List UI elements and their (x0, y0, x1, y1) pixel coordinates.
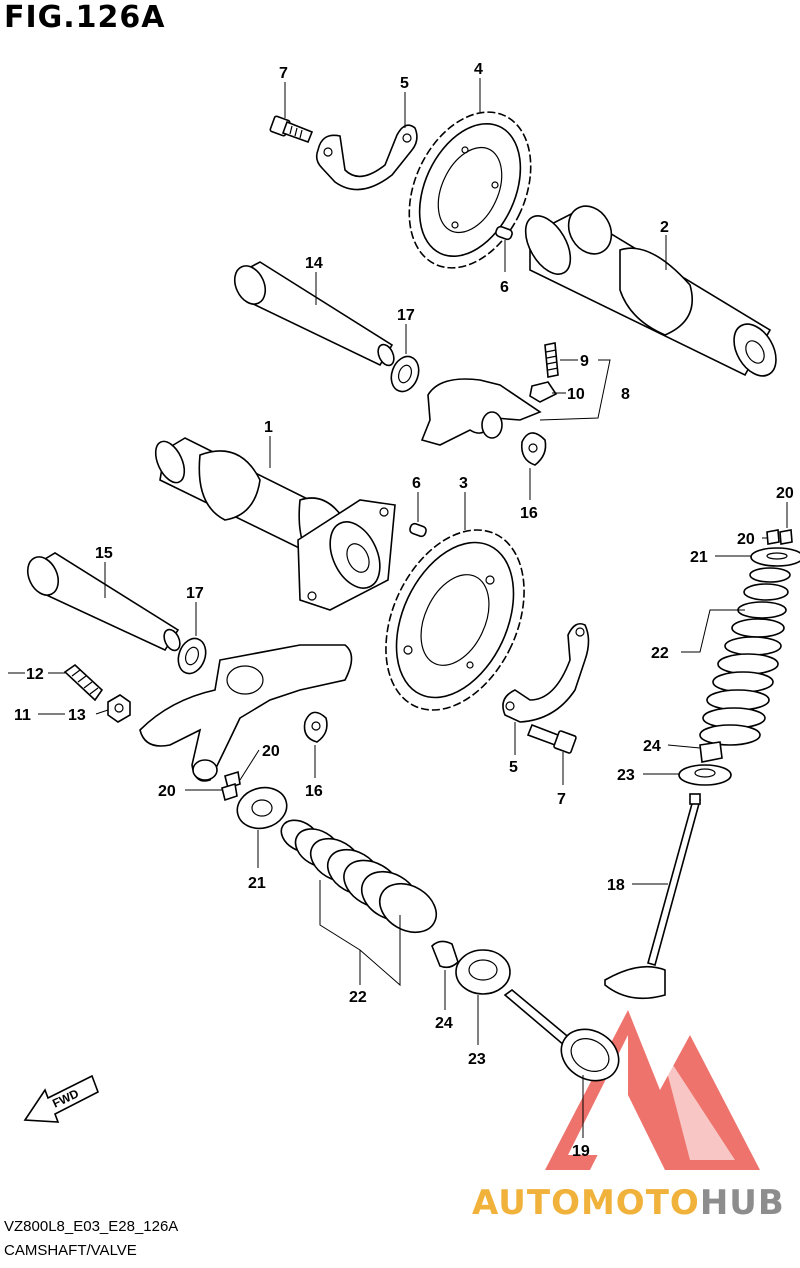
callout-10: 10 (567, 386, 585, 403)
part-7-bolt-upper (269, 115, 314, 144)
part-14-rocker-shaft-upper (233, 261, 395, 367)
callout-23: 23 (468, 1051, 486, 1068)
fwd-arrow-icon: FWD (23, 1074, 99, 1123)
callout-9: 9 (580, 353, 589, 370)
callout-21: 21 (690, 549, 708, 566)
part-10-nut (529, 381, 558, 403)
callout-7: 7 (279, 65, 288, 82)
callout-5: 5 (509, 759, 518, 776)
section-name: CAMSHAFT/VALVE (4, 1242, 137, 1259)
figure-title: FIG.126A (4, 0, 166, 35)
model-code: VZ800L8_E03_E28_126A (4, 1218, 179, 1235)
callout-17: 17 (397, 307, 415, 324)
callout-20: 20 (262, 743, 280, 760)
part-2-camshaft (524, 205, 777, 377)
part-23-seat-right (678, 764, 732, 786)
part-22-spring-right (699, 567, 791, 746)
callout-12: 12 (26, 666, 44, 683)
part-5-bracket-upper (315, 124, 418, 191)
part-7-bolt-lower (526, 723, 577, 754)
part-19-valve (503, 988, 620, 1082)
part-12-adjuster-screw (63, 663, 104, 702)
callout-22: 22 (349, 989, 367, 1006)
callout-20: 20 (776, 485, 794, 502)
callout-15: 15 (95, 545, 113, 562)
part-11-rocker-arm-lower (139, 644, 353, 782)
part-20-cotter-right (766, 529, 793, 545)
part-22-spring-lower (280, 819, 438, 934)
callout-20: 20 (158, 783, 176, 800)
part-16-upper (520, 432, 547, 466)
callout-24: 24 (435, 1015, 453, 1032)
callout-22: 22 (651, 645, 669, 662)
leader-lines (8, 78, 788, 1138)
callout-1: 1 (264, 419, 273, 436)
part-23-seat-lower (455, 949, 511, 995)
part-6-pin-upper (495, 225, 513, 241)
part-21-retainer-right (750, 547, 800, 567)
part-5-bracket-lower (502, 622, 590, 723)
part-18-valve (604, 793, 702, 1000)
callout-4: 4 (474, 61, 483, 78)
callout-23: 23 (617, 767, 635, 784)
callout-21: 21 (248, 875, 266, 892)
part-16-lower (303, 711, 328, 743)
callout-labels: 7 5 4 2 6 14 17 9 10 8 16 1 6 3 20 20 21… (14, 61, 794, 1160)
callout-20: 20 (737, 531, 755, 548)
part-6-pin-lower (409, 522, 427, 538)
callout-19: 19 (572, 1143, 590, 1160)
part-17-washer-upper (390, 355, 420, 393)
part-17-washer-lower (177, 637, 207, 675)
part-21-retainer-lower (236, 786, 288, 830)
callout-13: 13 (68, 707, 86, 724)
callout-17: 17 (186, 585, 204, 602)
part-3-sprocket-lower (385, 529, 525, 711)
callout-3: 3 (459, 475, 468, 492)
part-8-rocker-arm-upper (420, 378, 542, 446)
part-20-cotter-lower (221, 770, 241, 802)
part-9-adjuster-screw (544, 342, 559, 378)
part-4-sprocket-upper (408, 111, 532, 269)
watermark-brand: AUTOMOTOHUB (472, 1183, 785, 1223)
part-13-nut (107, 694, 131, 723)
brand-part2: HUB (699, 1183, 785, 1223)
part-1-camshaft (154, 437, 396, 611)
callout-24: 24 (643, 738, 661, 755)
callout-2: 2 (660, 219, 669, 236)
part-24-seal-lower (431, 940, 459, 969)
callout-7: 7 (557, 791, 566, 808)
part-24-seal-right (699, 741, 723, 763)
callout-14: 14 (305, 255, 323, 272)
callout-8: 8 (621, 386, 630, 403)
callout-5: 5 (400, 75, 409, 92)
callout-6: 6 (500, 279, 509, 296)
callout-16: 16 (305, 783, 323, 800)
part-15-rocker-shaft-lower (26, 552, 181, 652)
callout-18: 18 (607, 877, 625, 894)
callout-11: 11 (14, 707, 31, 724)
callout-6: 6 (412, 475, 421, 492)
callout-16: 16 (520, 505, 538, 522)
brand-part1: AUTOMOTO (472, 1183, 700, 1223)
